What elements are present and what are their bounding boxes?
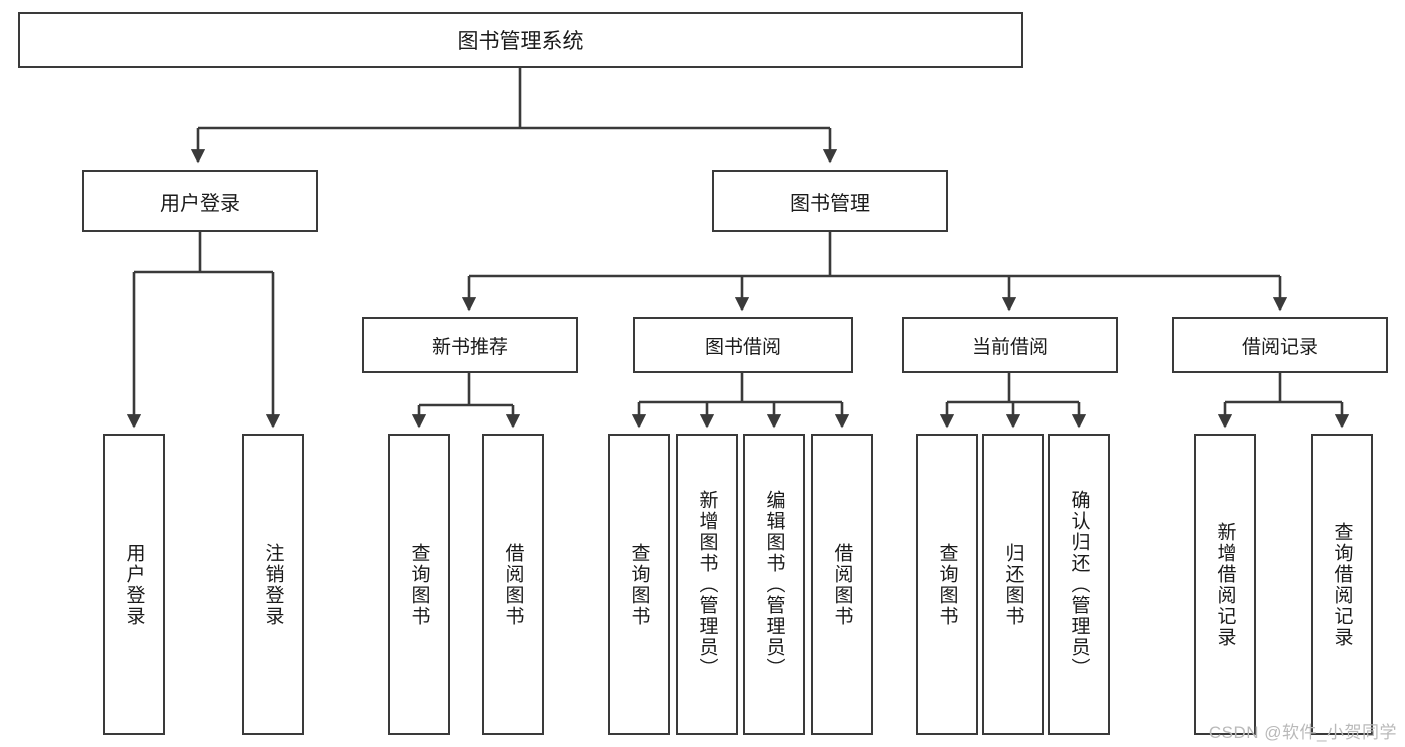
node-leaf-borrow-book-1-label: 借阅图书 [502, 542, 524, 627]
node-leaf-user-logout-label: 注销登录 [262, 542, 284, 627]
node-book-manage[interactable]: 图书管理 [712, 170, 948, 232]
node-book-borrow[interactable]: 图书借阅 [633, 317, 853, 373]
node-leaf-query-record[interactable]: 查询借阅记录 [1311, 434, 1373, 735]
node-leaf-query-book-2[interactable]: 查询图书 [608, 434, 670, 735]
node-leaf-query-book-1[interactable]: 查询图书 [388, 434, 450, 735]
node-leaf-query-book-1-label: 查询图书 [408, 542, 430, 627]
node-root-label: 图书管理系统 [457, 30, 584, 53]
node-borrow-record-label: 借阅记录 [1241, 336, 1318, 358]
node-leaf-add-book-label: 新增图书（管理员） [696, 490, 718, 679]
node-leaf-add-record-label: 新增借阅记录 [1214, 521, 1236, 648]
node-leaf-confirm-return[interactable]: 确认归还（管理员） [1048, 434, 1110, 735]
node-root[interactable]: 图书管理系统 [18, 12, 1023, 68]
node-leaf-confirm-return-label: 确认归还（管理员） [1068, 490, 1090, 679]
node-leaf-borrow-book-2[interactable]: 借阅图书 [811, 434, 873, 735]
node-leaf-return-book[interactable]: 归还图书 [982, 434, 1044, 735]
node-borrow-record[interactable]: 借阅记录 [1172, 317, 1388, 373]
node-leaf-borrow-book-1[interactable]: 借阅图书 [482, 434, 544, 735]
node-leaf-query-book-3[interactable]: 查询图书 [916, 434, 978, 735]
node-new-book-recommend-label: 新书推荐 [431, 336, 508, 358]
node-leaf-user-login[interactable]: 用户登录 [103, 434, 165, 735]
node-leaf-return-book-label: 归还图书 [1002, 542, 1024, 627]
node-current-borrow[interactable]: 当前借阅 [902, 317, 1118, 373]
node-user-login[interactable]: 用户登录 [82, 170, 318, 232]
node-user-login-label: 用户登录 [160, 192, 240, 215]
node-leaf-query-record-label: 查询借阅记录 [1331, 521, 1353, 648]
node-book-manage-label: 图书管理 [790, 192, 870, 215]
node-new-book-recommend[interactable]: 新书推荐 [362, 317, 578, 373]
node-leaf-borrow-book-2-label: 借阅图书 [831, 542, 853, 627]
node-book-borrow-label: 图书借阅 [704, 336, 781, 358]
node-leaf-add-book[interactable]: 新增图书（管理员） [676, 434, 738, 735]
node-leaf-query-book-3-label: 查询图书 [936, 542, 958, 627]
node-leaf-query-book-2-label: 查询图书 [628, 542, 650, 627]
node-current-borrow-label: 当前借阅 [971, 336, 1048, 358]
node-leaf-edit-book[interactable]: 编辑图书（管理员） [743, 434, 805, 735]
node-leaf-add-record[interactable]: 新增借阅记录 [1194, 434, 1256, 735]
node-leaf-edit-book-label: 编辑图书（管理员） [763, 490, 785, 679]
node-leaf-user-logout[interactable]: 注销登录 [242, 434, 304, 735]
node-leaf-user-login-label: 用户登录 [123, 542, 145, 627]
csdn-watermark: CSDN @软件_小贺同学 [1208, 723, 1397, 742]
